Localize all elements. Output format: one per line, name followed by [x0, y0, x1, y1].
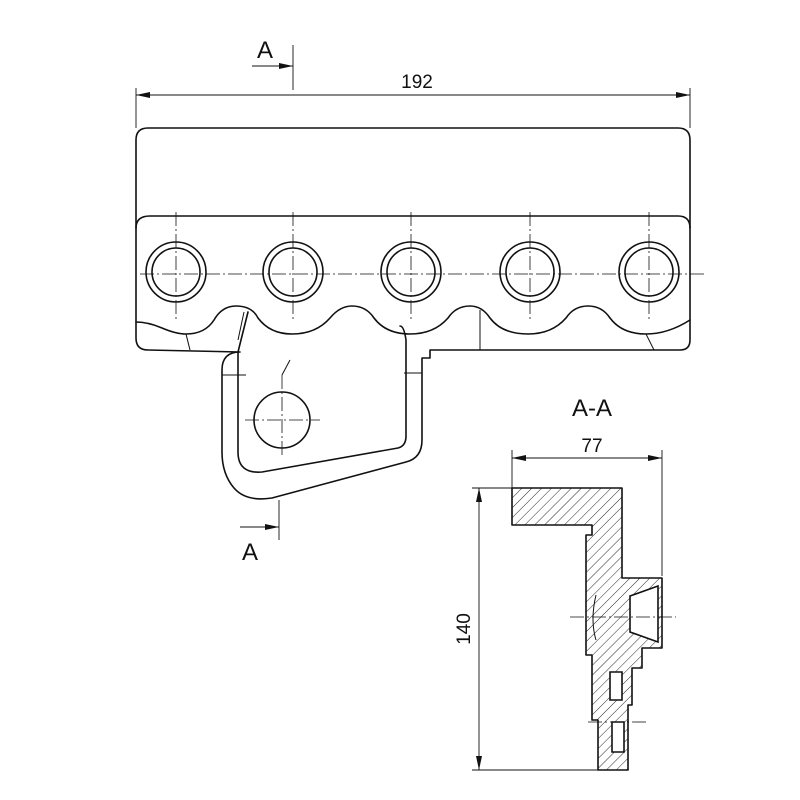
section-height-dimension: 140	[454, 487, 598, 771]
section-view: A-A 77 140	[454, 395, 676, 771]
corner-detail-left	[185, 333, 191, 351]
section-marker-bottom: A	[240, 500, 280, 566]
bolt-hole-3	[380, 212, 442, 320]
section-marker-top-label: A	[257, 37, 273, 64]
overall-width-dimension: 192	[135, 72, 691, 128]
scalloped-edge	[135, 305, 691, 335]
bolt-hole-4	[499, 212, 561, 320]
bar-inner-edge	[135, 215, 691, 229]
corner-detail-right	[645, 333, 655, 351]
section-body	[511, 487, 663, 771]
section-width-label: 77	[581, 436, 602, 457]
section-bore	[629, 584, 659, 644]
bolt-hole-5	[618, 212, 680, 320]
bolt-hole-2	[262, 212, 324, 320]
bracket-web-line	[237, 311, 245, 341]
section-marker-bottom-label: A	[242, 539, 258, 566]
bolt-hole-1	[145, 212, 207, 320]
section-width-dimension: 77	[511, 436, 663, 576]
bracket-inner-outline	[237, 311, 407, 473]
section-slot	[609, 671, 623, 701]
bracket-hole	[245, 359, 320, 455]
overall-width-label: 192	[401, 72, 433, 93]
section-marker-top: A	[252, 37, 294, 90]
section-height-label: 140	[454, 613, 475, 645]
section-inner-edge	[592, 594, 597, 641]
section-lower-slot	[611, 721, 625, 753]
section-title: A-A	[572, 395, 612, 422]
front-view: 192 A	[135, 37, 705, 566]
bar-outline	[135, 127, 691, 500]
